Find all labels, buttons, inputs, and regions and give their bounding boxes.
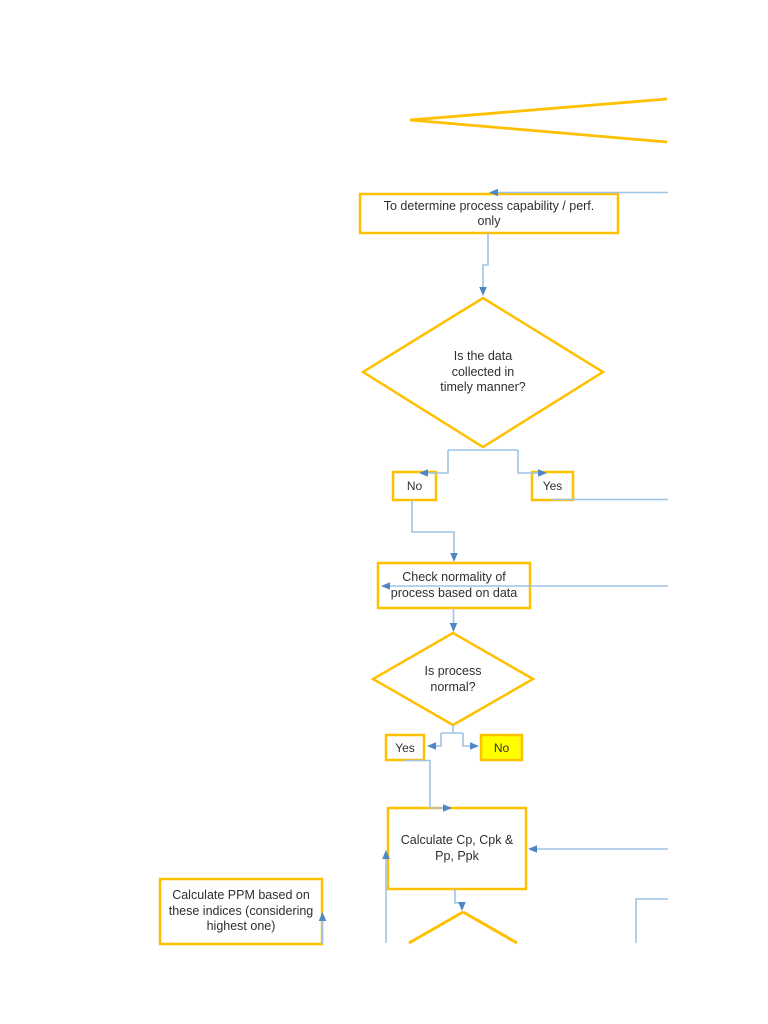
arrow-right-no2 <box>470 742 479 750</box>
arrow-up-ppm <box>318 912 327 921</box>
connector-right-corner <box>635 898 668 943</box>
arrow-up-calc-left <box>382 850 390 859</box>
calc-box-shape <box>386 806 528 891</box>
connector-normal-branch <box>431 725 475 747</box>
arrow-down-timely <box>479 287 487 296</box>
connector-determine-to-timely <box>482 233 489 292</box>
timely-no-box-shape <box>391 470 438 502</box>
arrow-left-yes2 <box>427 742 436 750</box>
connector-timely-branch <box>423 449 543 474</box>
arrow-down-normality <box>450 553 458 562</box>
arrow-left-calc-right <box>528 845 537 853</box>
arrow-left-determine <box>489 188 498 197</box>
clipped-diamond-bottom-shape <box>408 910 518 945</box>
clipped-diamond-top-shape <box>409 97 668 144</box>
ppm-box-shape <box>158 877 324 946</box>
arrow-left-normality <box>381 582 390 590</box>
normal-diamond-shape <box>370 631 536 727</box>
normal-no-box-shape <box>479 733 524 762</box>
arrow-down-normal <box>449 623 458 632</box>
timely-diamond-shape <box>360 296 606 449</box>
arrow-left-no1 <box>419 469 428 477</box>
connector-yes-to-calc <box>403 759 448 809</box>
normal-yes-box-shape <box>384 733 426 762</box>
arrow-right-yes1 <box>538 469 547 477</box>
arrow-right-calc-top <box>443 804 452 812</box>
determine-box-shape <box>358 192 620 235</box>
connector-no-to-normality <box>411 500 455 558</box>
arrow-down-bottom-diamond <box>458 902 466 911</box>
